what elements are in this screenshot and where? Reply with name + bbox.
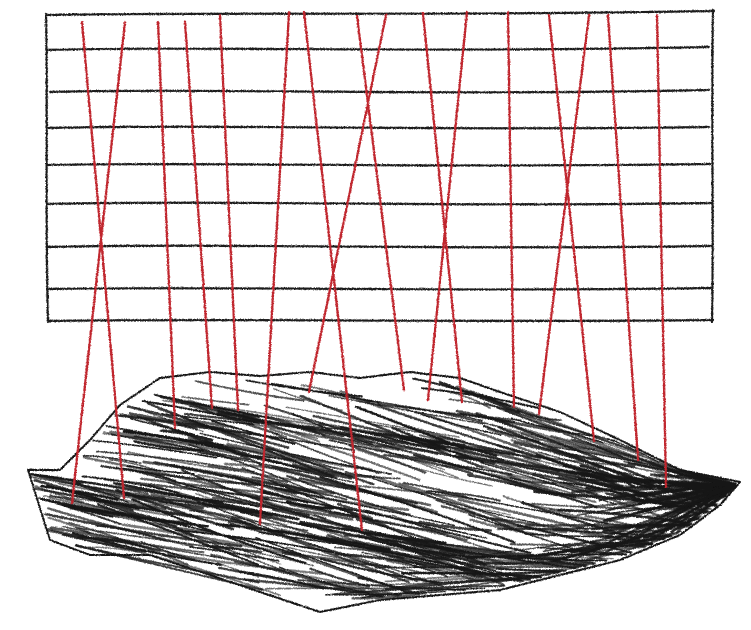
red-string xyxy=(657,15,666,487)
grid-top-edge xyxy=(47,11,714,15)
red-string xyxy=(158,22,175,428)
grid-line xyxy=(50,90,709,92)
red-string xyxy=(220,15,238,410)
red-string xyxy=(423,13,462,402)
grid-line xyxy=(47,288,711,289)
red-string xyxy=(185,22,212,408)
grid-line xyxy=(48,127,709,129)
scribbled-mound xyxy=(28,372,740,612)
scribble-stroke xyxy=(272,384,379,403)
red-string xyxy=(508,12,514,407)
red-string xyxy=(428,12,467,400)
red-string xyxy=(608,15,638,460)
grid-line xyxy=(48,246,711,248)
sketched-grid-rectangle xyxy=(46,10,714,322)
red-string xyxy=(539,15,589,414)
grid-right-edge xyxy=(712,10,713,322)
red-string xyxy=(549,15,594,441)
grid-bottom-edge xyxy=(48,320,713,321)
grid-left-edge xyxy=(46,14,48,322)
scribble-stroke xyxy=(440,382,519,412)
grid-line xyxy=(47,164,710,165)
